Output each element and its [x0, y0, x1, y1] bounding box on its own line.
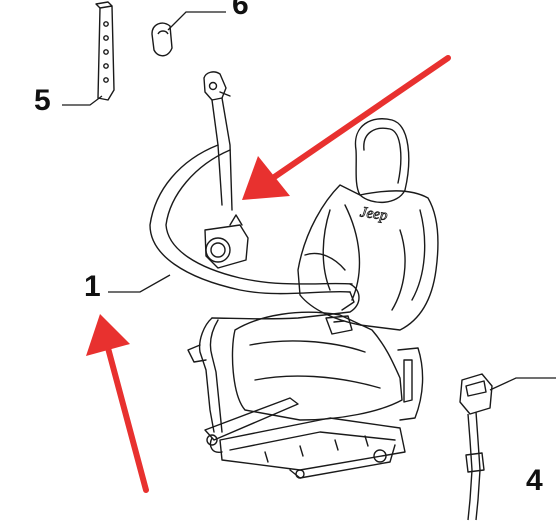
red-arrows — [86, 55, 451, 493]
leader-5 — [62, 95, 103, 106]
seatbelt-assembly — [149, 71, 360, 446]
red-arrow-upper — [267, 55, 451, 183]
part-4-buckle — [459, 373, 493, 521]
seat-logo: Jeep — [359, 204, 389, 224]
callout-1: 1 — [84, 270, 101, 303]
red-arrow-lower — [105, 345, 149, 493]
part-5-height-adjuster — [95, 1, 115, 101]
leader-1 — [108, 274, 171, 293]
callout-6: 6 — [232, 0, 249, 21]
red-arrowhead-upper — [242, 156, 290, 200]
red-arrowhead-lower — [86, 314, 130, 356]
callout-4: 4 — [526, 464, 543, 497]
leader-6 — [167, 11, 226, 31]
seat-illustration — [204, 118, 439, 479]
part-6-cover-cap — [151, 22, 173, 57]
callout-leaders — [62, 11, 556, 391]
callout-5: 5 — [34, 84, 51, 117]
leader-4 — [489, 377, 556, 391]
